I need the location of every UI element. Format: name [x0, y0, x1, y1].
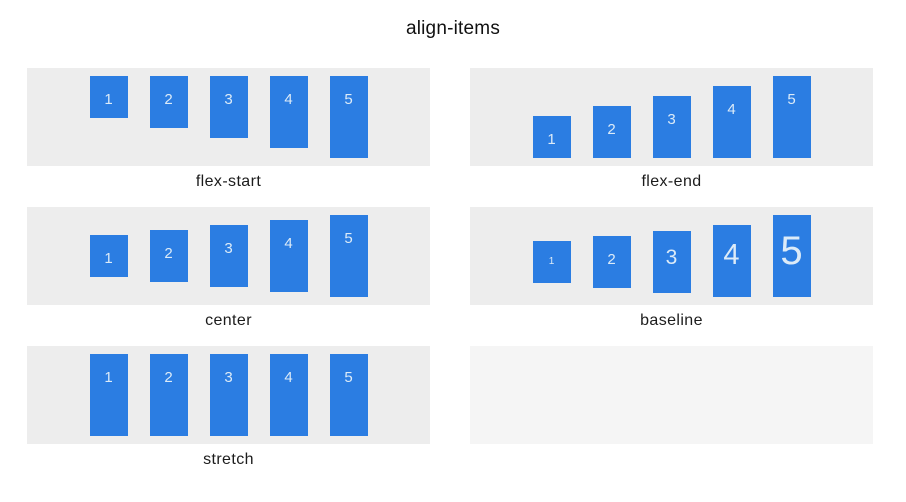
flex-item-2: 2: [149, 354, 188, 436]
flex-item-number: 3: [224, 240, 233, 257]
section-center: 1 2 3 4 5 center: [27, 207, 430, 346]
section-stretch: 1 2 3 4 5 stretch: [27, 346, 430, 485]
flex-item-1: 1: [89, 76, 128, 118]
flex-item-4: 4: [269, 76, 308, 148]
empty-demo-panel: [470, 346, 873, 444]
flex-item-number: 1: [104, 91, 113, 108]
flex-item-number: 3: [665, 246, 678, 269]
flex-item-5: 5: [329, 215, 368, 297]
section-baseline: 1 2 3 4 5 baseline: [470, 207, 873, 346]
flex-item-number: 4: [727, 101, 736, 118]
flex-item-5: 5: [772, 76, 811, 158]
flex-item-5: 5: [772, 215, 811, 297]
panel-label-center: center: [205, 312, 252, 329]
center-demo-panel: 1 2 3 4 5: [27, 207, 430, 305]
flex-item-5: 5: [329, 76, 368, 158]
flex-item-1: 1: [89, 354, 128, 436]
flex-item-number: 3: [224, 369, 233, 386]
panel-label-stretch: stretch: [203, 451, 254, 468]
flex-item-2: 2: [592, 106, 631, 158]
flex-item-4: 4: [712, 86, 751, 158]
panel-label-flex-end: flex-end: [641, 173, 702, 190]
panel-label-baseline: baseline: [640, 312, 703, 329]
flex-item-number: 4: [284, 369, 293, 386]
section-flex-end: 1 2 3 4 5 flex-end: [470, 68, 873, 207]
flex-item-number: 5: [787, 91, 796, 108]
flex-item-number: 2: [164, 369, 173, 386]
panel-label-flex-start: flex-start: [195, 173, 262, 190]
section-flex-start: 1 2 3 4 5 flex-start: [27, 68, 430, 207]
flex-item-number: 1: [104, 369, 113, 386]
page-title: align-items: [405, 18, 501, 39]
flex-item-number: 3: [667, 111, 676, 128]
flex-item-1: 1: [532, 241, 571, 283]
flex-item-number: 2: [164, 91, 173, 108]
flex-item-5: 5: [329, 354, 368, 436]
flex-item-1: 1: [532, 116, 571, 158]
flex-item-number: 4: [284, 235, 293, 252]
flex-item-3: 3: [652, 96, 691, 158]
flex-item-3: 3: [209, 354, 248, 436]
flex-item-number: 5: [344, 369, 353, 386]
flex-item-number: 5: [344, 91, 353, 108]
flex-item-1: 1: [89, 235, 128, 277]
flex-item-4: 4: [269, 220, 308, 292]
flex-item-number: 2: [607, 121, 616, 138]
flex-item-number: 4: [723, 239, 740, 271]
flex-item-number: 2: [607, 251, 616, 268]
flex-item-number: 5: [780, 229, 803, 273]
flex-item-number: 5: [344, 230, 353, 247]
flex-item-4: 4: [269, 354, 308, 436]
flex-item-number: 1: [548, 256, 555, 267]
flex-item-3: 3: [209, 76, 248, 138]
flex-item-4: 4: [712, 225, 751, 297]
flex-item-3: 3: [652, 231, 691, 293]
flex-item-number: 4: [284, 91, 293, 108]
panel-label-empty: [470, 450, 873, 485]
flex-item-number: 1: [104, 250, 113, 267]
flex-item-2: 2: [149, 76, 188, 128]
flex-item-2: 2: [592, 236, 631, 288]
stretch-demo-panel: 1 2 3 4 5: [27, 346, 430, 444]
flex-item-number: 1: [547, 131, 556, 148]
flex-item-number: 2: [164, 245, 173, 262]
flex-item-2: 2: [149, 230, 188, 282]
baseline-demo-panel: 1 2 3 4 5: [470, 207, 873, 305]
flex-item-number: 3: [224, 91, 233, 108]
flex-start-demo-panel: 1 2 3 4 5: [27, 68, 430, 166]
panels-grid: 1 2 3 4 5 flex-start 1 2 3 4 5 flex-end …: [27, 68, 906, 485]
section-empty: [470, 346, 873, 485]
flex-end-demo-panel: 1 2 3 4 5: [470, 68, 873, 166]
flex-item-3: 3: [209, 225, 248, 287]
